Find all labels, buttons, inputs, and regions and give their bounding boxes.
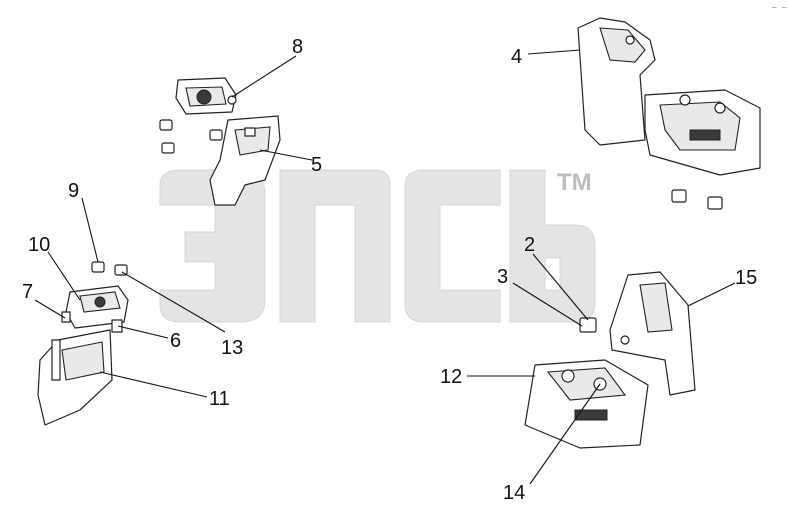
part-4-bracket	[577, 17, 656, 146]
part-8-mount-block	[175, 77, 237, 115]
bolt-group-right	[671, 189, 723, 210]
part-13-bolt	[114, 264, 128, 276]
callout-11: 11	[209, 388, 230, 410]
corner-mark: ~ –	[772, 3, 787, 12]
callouts: 8 4 5 9 10 7 6 13 11 2 3 15 12 14	[22, 36, 757, 504]
part-15-bracket	[609, 271, 696, 396]
bolt-group-upper	[159, 119, 223, 154]
part-7-stud	[61, 311, 71, 323]
callout-8: 8	[292, 36, 303, 58]
callout-15: 15	[735, 267, 757, 289]
callout-12: 12	[440, 366, 462, 388]
callout-5: 5	[311, 154, 322, 176]
callout-9: 9	[68, 180, 79, 202]
part-6-stud	[111, 319, 123, 333]
watermark-logo: TM	[159, 169, 596, 323]
part-11-bracket	[37, 329, 113, 426]
leader-lines	[34, 49, 736, 485]
callout-3: 3	[497, 266, 508, 288]
callout-6: 6	[170, 330, 181, 352]
callout-2: 2	[524, 234, 535, 256]
part-5-bracket	[209, 115, 281, 206]
callout-14: 14	[503, 482, 525, 504]
part-2-3-bolt	[579, 317, 597, 333]
part-9-bolt	[91, 261, 105, 273]
callout-13: 13	[221, 337, 243, 359]
upper-right-mount-block	[644, 89, 761, 176]
callout-4: 4	[511, 46, 522, 68]
callout-10: 10	[28, 234, 50, 256]
trademark-text: TM	[557, 169, 592, 196]
callout-7: 7	[22, 281, 33, 303]
